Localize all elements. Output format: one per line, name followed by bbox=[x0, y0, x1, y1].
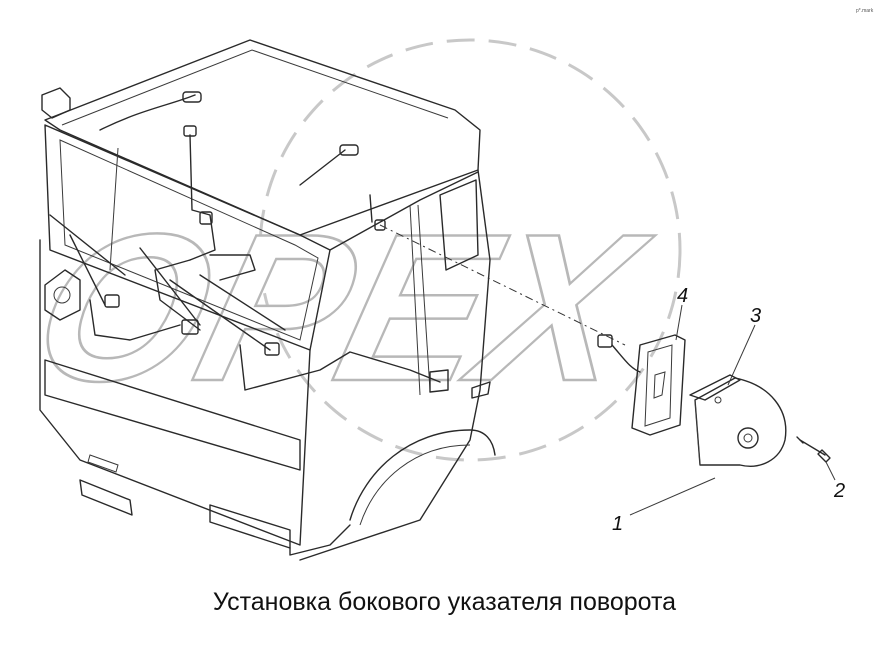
gasket-part-3 bbox=[689, 374, 741, 401]
callout-label-1: 1 bbox=[612, 513, 623, 535]
lens-part-4 bbox=[631, 334, 686, 436]
screw-part-2 bbox=[796, 436, 831, 463]
callouts: 1 2 3 4 bbox=[612, 285, 845, 535]
watermark-text: OPEX bbox=[14, 191, 667, 425]
diagram-caption: Установка бокового указателя поворота bbox=[212, 588, 677, 616]
cab-drawing bbox=[39, 39, 641, 561]
exploded-parts bbox=[631, 334, 831, 467]
callout-label-2: 2 bbox=[833, 480, 845, 502]
callout-leader-4 bbox=[675, 304, 683, 341]
callout-leader-3 bbox=[727, 324, 756, 386]
housing-part-1 bbox=[694, 377, 787, 467]
callout-label-4: 4 bbox=[677, 285, 688, 307]
callout-label-3: 3 bbox=[750, 305, 761, 327]
watermark-gear bbox=[258, 38, 682, 462]
callout-leader-2 bbox=[825, 461, 836, 481]
watermark: OPEX bbox=[13, 38, 682, 462]
corner-mark: p*.mark bbox=[856, 8, 874, 14]
callout-leader-1 bbox=[629, 477, 716, 516]
